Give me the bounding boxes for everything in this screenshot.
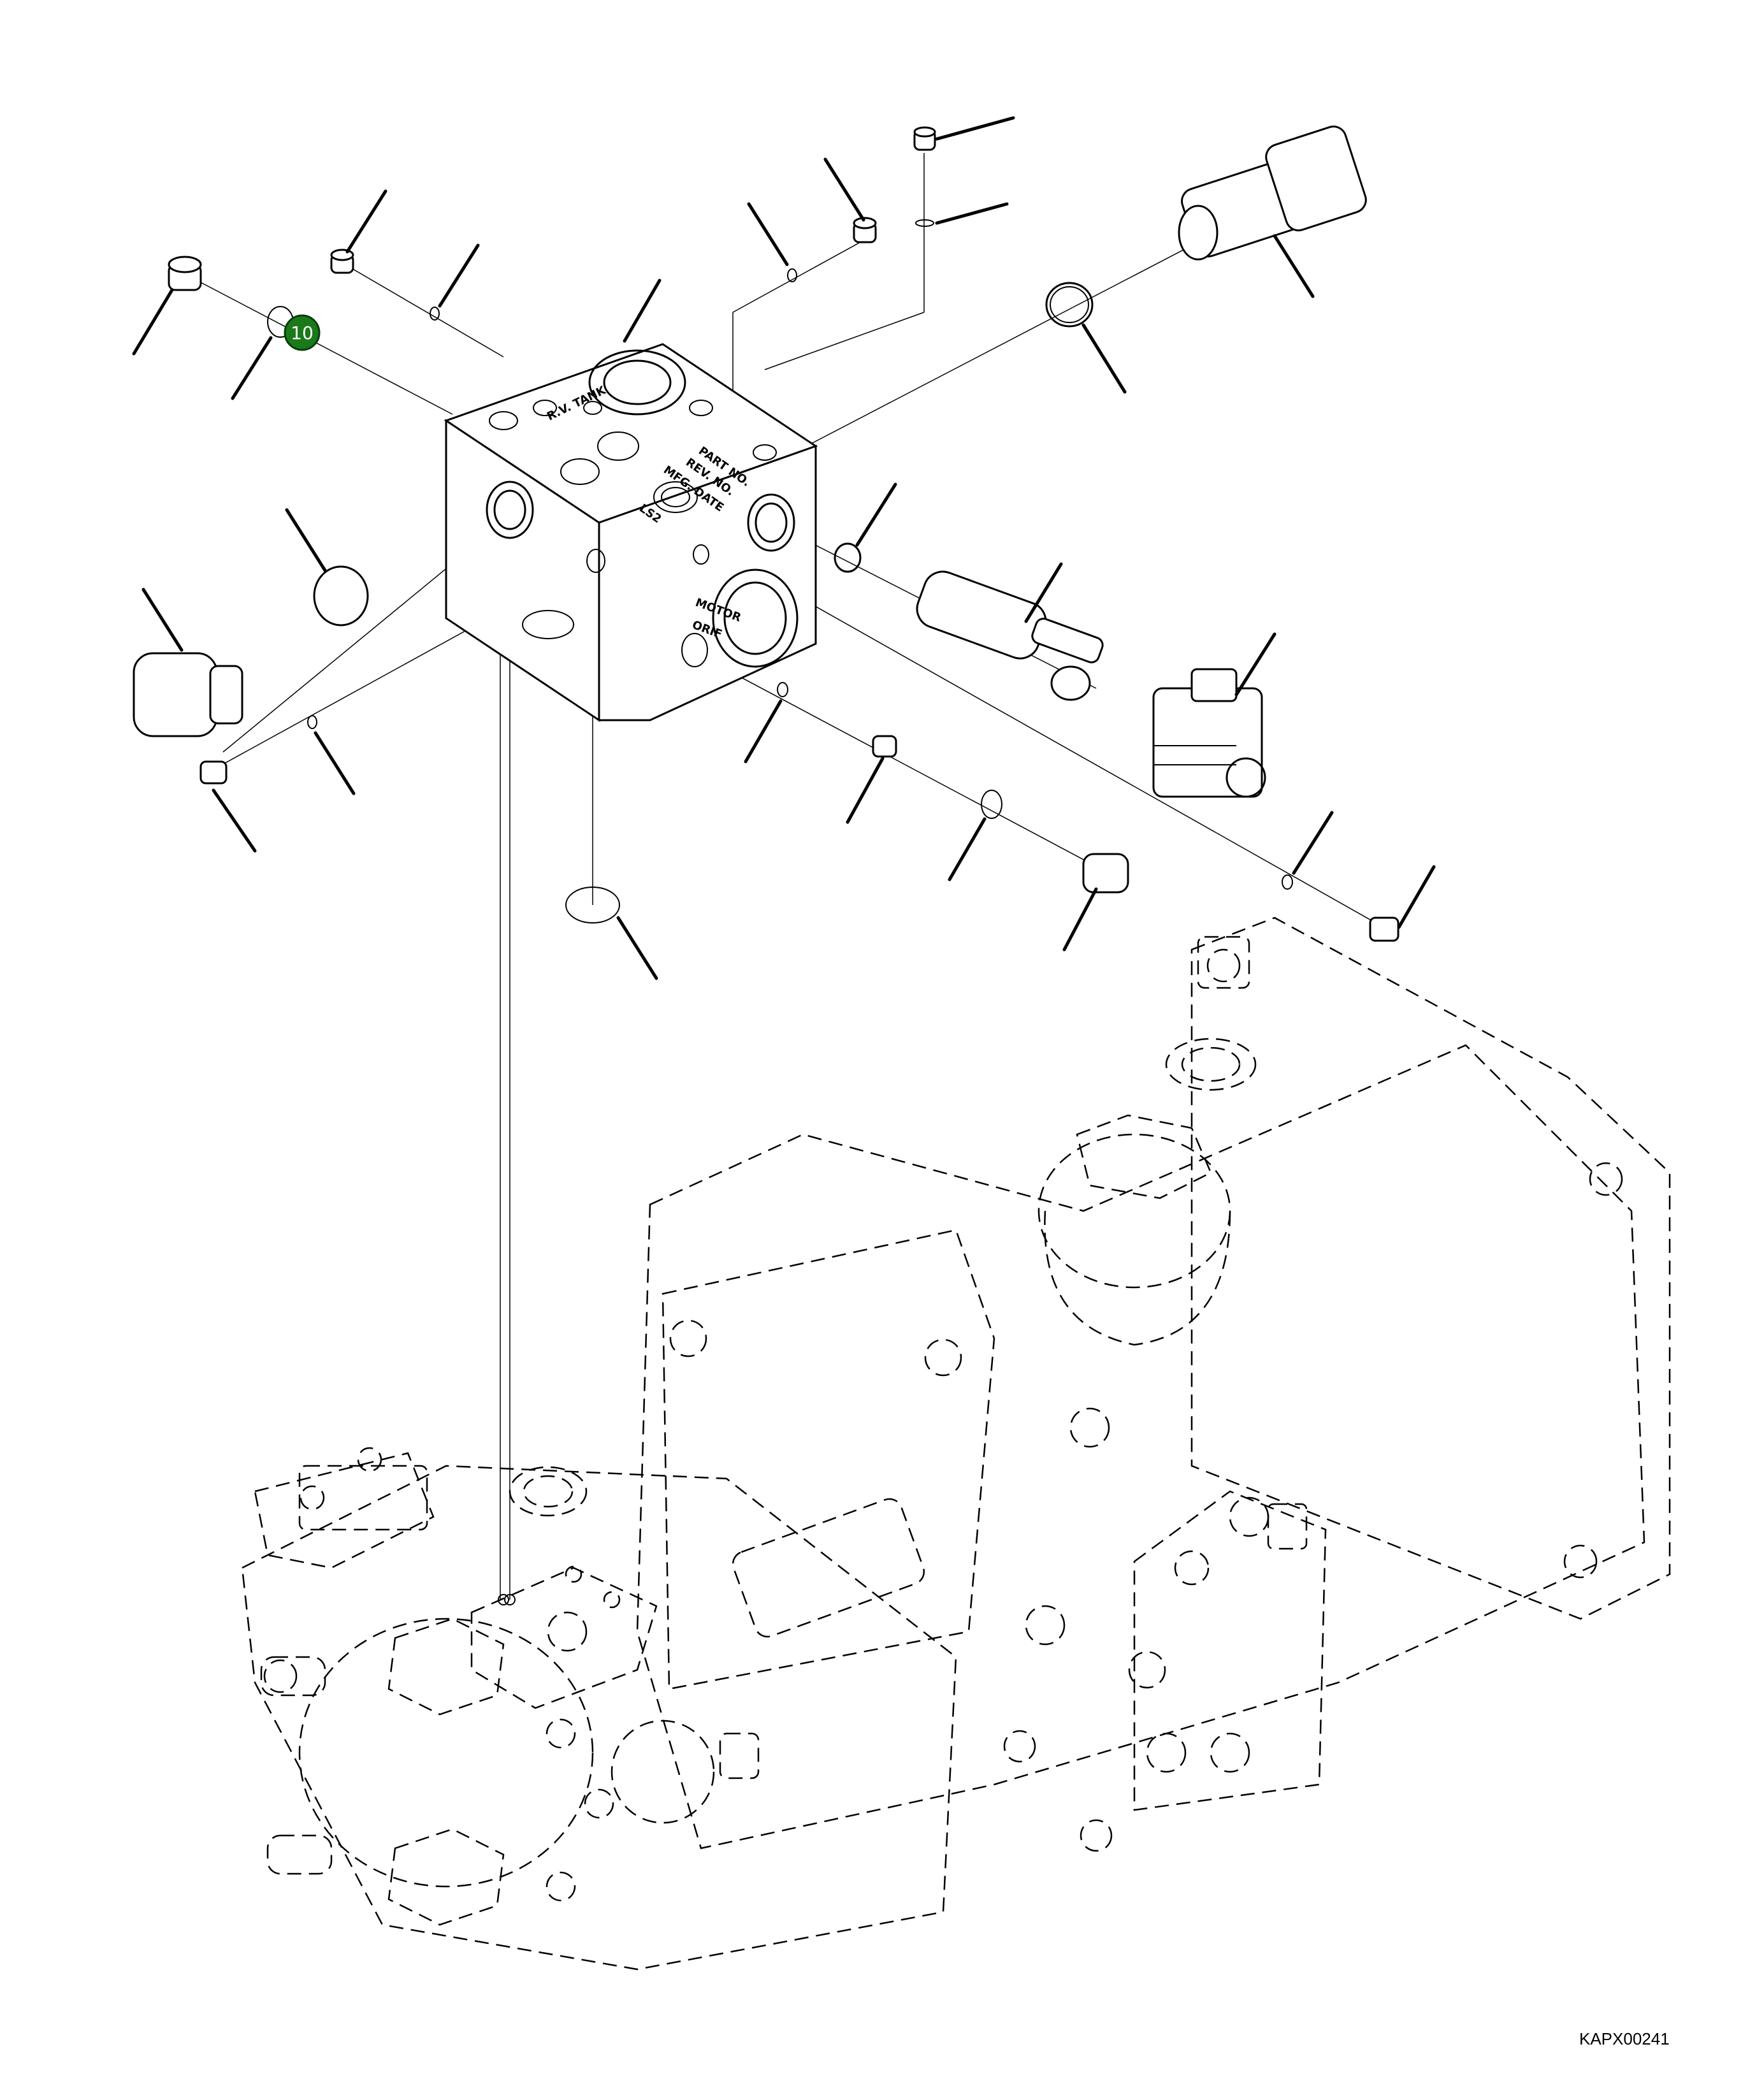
valve-block: R.V. TANK PART NO. REV. NO. MFG. DATE LS… xyxy=(444,343,818,722)
callout-badge-number: 10 xyxy=(291,322,314,344)
plugs-and-orings xyxy=(133,126,1399,942)
assembly-lines xyxy=(184,153,1390,1600)
pump-assembly-phantom xyxy=(241,916,1671,1971)
leader-lines xyxy=(132,116,1436,980)
callout-badge-10[interactable]: 10 xyxy=(284,314,321,351)
callout-badge-circle xyxy=(284,314,321,351)
drawing-reference-code: KAPX00241 xyxy=(1579,2029,1670,2048)
